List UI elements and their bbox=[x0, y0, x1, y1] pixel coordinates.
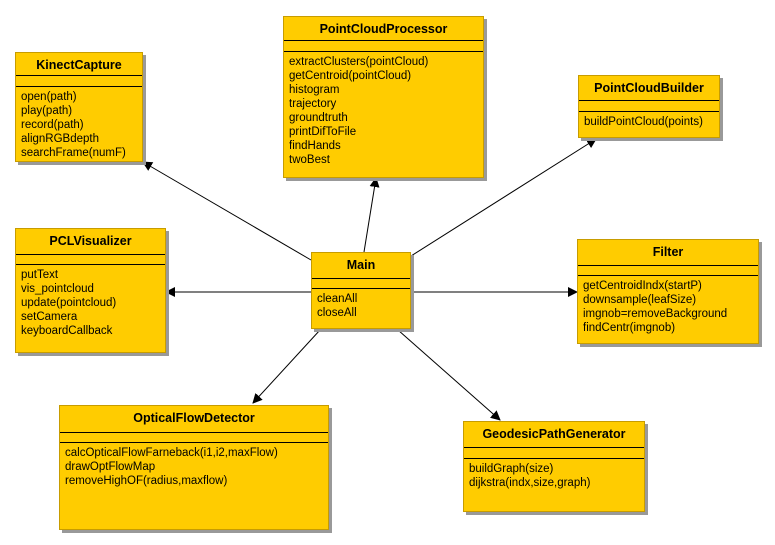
class-pointcloudbuilder[interactable]: PointCloudBuilder buildPointCloud(points… bbox=[578, 75, 720, 138]
class-pointcloudprocessor[interactable]: PointCloudProcessor extractClusters(poin… bbox=[283, 16, 484, 178]
separator bbox=[284, 51, 483, 52]
arrow-main-to-kinectcapture bbox=[142, 161, 312, 261]
class-filter[interactable]: Filter getCentroidIndx(startP) downsampl… bbox=[577, 239, 759, 344]
class-name: KinectCapture bbox=[36, 58, 122, 72]
method: twoBest bbox=[289, 154, 330, 166]
method-list: extractClusters(pointCloud) getCentroid(… bbox=[289, 55, 480, 167]
separator bbox=[16, 264, 165, 265]
class-name: PointCloudBuilder bbox=[594, 81, 704, 95]
method-list: buildGraph(size) dijkstra(indx,size,grap… bbox=[469, 462, 641, 490]
method: buildGraph(size) bbox=[469, 463, 554, 475]
class-name: Filter bbox=[652, 245, 684, 259]
method: buildPointCloud(points) bbox=[584, 116, 703, 128]
method-list: cleanAll closeAll bbox=[317, 292, 407, 320]
separator bbox=[464, 447, 644, 448]
method: record(path) bbox=[21, 119, 84, 131]
separator bbox=[579, 100, 719, 101]
method: histogram bbox=[289, 84, 340, 96]
separator bbox=[16, 254, 165, 255]
class-name: GeodesicPathGenerator bbox=[482, 427, 626, 441]
method: putText bbox=[21, 269, 59, 281]
separator bbox=[60, 432, 328, 433]
separator bbox=[60, 442, 328, 443]
method: cleanAll bbox=[317, 293, 358, 305]
method: drawOptFlowMap bbox=[65, 461, 156, 473]
method: alignRGBdepth bbox=[21, 133, 99, 145]
arrow-main-to-geodesicpathgenerator bbox=[397, 329, 501, 421]
method: findHands bbox=[289, 140, 341, 152]
separator bbox=[578, 275, 758, 276]
method: trajectory bbox=[289, 98, 337, 110]
class-name: OpticalFlowDetector bbox=[133, 411, 255, 425]
class-main[interactable]: Main cleanAll closeAll bbox=[311, 252, 411, 329]
method: extractClusters(pointCloud) bbox=[289, 56, 429, 68]
method: dijkstra(indx,size,graph) bbox=[469, 477, 591, 489]
separator bbox=[16, 75, 142, 76]
class-name: PCLVisualizer bbox=[49, 234, 132, 248]
method: play(path) bbox=[21, 105, 73, 117]
separator bbox=[578, 265, 758, 266]
separator bbox=[312, 288, 410, 289]
class-name: PointCloudProcessor bbox=[319, 22, 448, 36]
method: groundtruth bbox=[289, 112, 348, 124]
method: update(pointcloud) bbox=[21, 297, 117, 309]
method: getCentroid(pointCloud) bbox=[289, 70, 412, 82]
method-list: putText vis_pointcloud update(pointcloud… bbox=[21, 268, 162, 338]
arrow-main-to-pointcloudprocessor bbox=[363, 177, 380, 253]
separator bbox=[312, 278, 410, 279]
method-list: calcOpticalFlowFarneback(i1,i2,maxFlow) … bbox=[65, 446, 325, 488]
arrow-main-to-opticalflowdetector bbox=[252, 329, 321, 404]
method: removeHighOF(radius,maxflow) bbox=[65, 475, 228, 487]
method: closeAll bbox=[317, 307, 357, 319]
class-kinectcapture[interactable]: KinectCapture open(path) play(path) reco… bbox=[15, 52, 143, 162]
class-geodesicpathgenerator[interactable]: GeodesicPathGenerator buildGraph(size) d… bbox=[463, 421, 645, 512]
separator bbox=[579, 111, 719, 112]
method: printDifToFile bbox=[289, 126, 357, 138]
separator bbox=[16, 86, 142, 87]
method: imgnob=removeBackground bbox=[583, 308, 728, 320]
separator bbox=[284, 40, 483, 41]
method: findCentr(imgnob) bbox=[583, 322, 676, 334]
method: calcOpticalFlowFarneback(i1,i2,maxFlow) bbox=[65, 447, 278, 459]
method-list: open(path) play(path) record(path) align… bbox=[21, 90, 139, 160]
method: getCentroidIndx(startP) bbox=[583, 280, 702, 292]
method: downsample(leafSize) bbox=[583, 294, 697, 306]
class-pclvisualizer[interactable]: PCLVisualizer putText vis_pointcloud upd… bbox=[15, 228, 166, 353]
class-opticalflowdetector[interactable]: OpticalFlowDetector calcOpticalFlowFarne… bbox=[59, 405, 329, 530]
method-list: buildPointCloud(points) bbox=[584, 115, 716, 129]
method-list: getCentroidIndx(startP) downsample(leafS… bbox=[583, 279, 755, 335]
separator bbox=[464, 458, 644, 459]
method: open(path) bbox=[21, 91, 77, 103]
method: keyboardCallback bbox=[21, 325, 113, 337]
method: searchFrame(numF) bbox=[21, 147, 126, 159]
method: vis_pointcloud bbox=[21, 283, 94, 295]
arrow-main-to-pointcloudbuilder bbox=[410, 138, 597, 257]
method: setCamera bbox=[21, 311, 78, 323]
class-name: Main bbox=[346, 258, 376, 272]
